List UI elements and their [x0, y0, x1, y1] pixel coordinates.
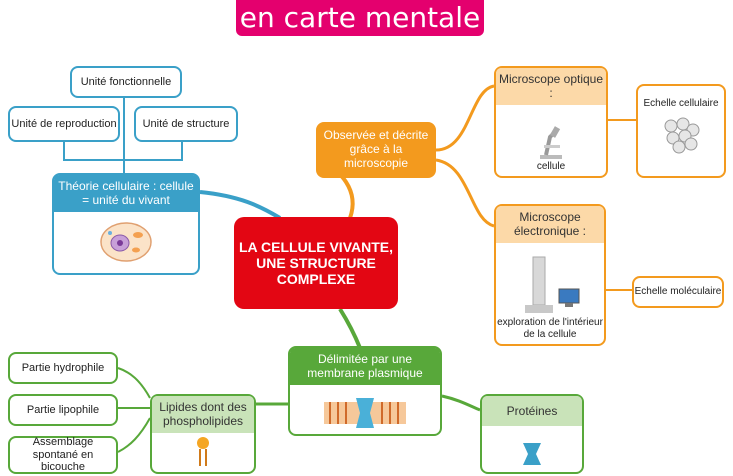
page-title: en carte mentale — [236, 0, 484, 36]
membrane-header: Délimitée par une membrane plasmique — [290, 348, 440, 385]
proteines-header: Protéines — [482, 396, 582, 427]
echelle-cellulaire-node: Echelle cellulaire — [636, 84, 726, 178]
microscope-optique-header: Microscope optique : — [496, 68, 606, 105]
lipides-node: Lipides dont des phospholipides — [150, 394, 256, 474]
microscope-optique-node: Microscope optique : cellule — [494, 66, 608, 178]
microscope-electronique-caption: exploration de l'intérieur de la cellule — [497, 317, 603, 340]
unite-fonctionnelle-node: Unité fonctionnelle — [70, 66, 182, 98]
electron-microscope-icon — [525, 256, 580, 313]
central-concept-label: LA CELLULE VIVANTE, UNE STRUCTURE COMPLE… — [239, 238, 393, 288]
partie-hydrophile-label: Partie hydrophile — [21, 361, 105, 374]
cell-cluster-icon — [664, 117, 700, 153]
assemblage-node: Assemblage spontané en bicouche — [8, 436, 118, 474]
microscope-optique-caption: cellule — [536, 160, 566, 172]
proteines-node: Protéines — [480, 394, 584, 474]
unite-structure-label: Unité de structure — [142, 117, 230, 130]
echelle-moleculaire-node: Echelle moléculaire — [632, 276, 724, 308]
microscope-electronique-header: Microscope électronique : — [496, 206, 604, 243]
membrane-node: Délimitée par une membrane plasmique — [288, 346, 442, 436]
unite-structure-node: Unité de structure — [134, 106, 238, 142]
microscopie-node: Observée et décrite grâce à la microscop… — [316, 122, 436, 178]
partie-lipophile-label: Partie lipophile — [26, 403, 100, 416]
partie-lipophile-node: Partie lipophile — [8, 394, 118, 426]
central-concept-node: LA CELLULE VIVANTE, UNE STRUCTURE COMPLE… — [234, 217, 398, 309]
microscope-electronique-node: Microscope électronique : exploration de… — [494, 204, 606, 346]
unite-reproduction-node: Unité de reproduction — [8, 106, 120, 142]
echelle-cellulaire-label: Echelle cellulaire — [643, 98, 719, 109]
unite-reproduction-label: Unité de reproduction — [11, 117, 117, 130]
unite-fonctionnelle-label: Unité fonctionnelle — [80, 75, 172, 88]
theorie-cellulaire-header: Théorie cellulaire : cellule = unité du … — [54, 175, 198, 212]
phospholipid-icon — [197, 437, 209, 466]
animal-cell-icon — [100, 222, 152, 262]
protein-channel-icon — [523, 443, 541, 465]
optical-microscope-icon — [540, 125, 562, 159]
echelle-moleculaire-label: Echelle moléculaire — [634, 286, 722, 298]
lipides-header: Lipides dont des phospholipides — [152, 396, 254, 433]
microscopie-label: Observée et décrite grâce à la microscop… — [323, 128, 429, 170]
assemblage-label: Assemblage spontané en bicouche — [32, 436, 94, 474]
partie-hydrophile-node: Partie hydrophile — [8, 352, 118, 384]
theorie-cellulaire-node: Théorie cellulaire : cellule = unité du … — [52, 173, 200, 275]
membrane-bilayer-icon — [324, 398, 406, 428]
